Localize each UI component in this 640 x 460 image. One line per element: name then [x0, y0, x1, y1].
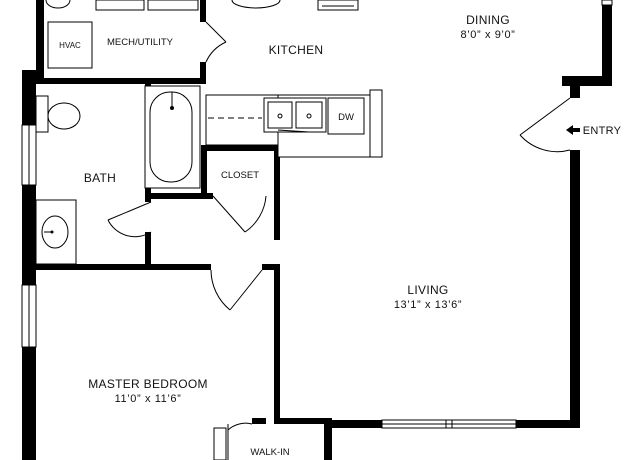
room-name-master-bedroom: MASTER BEDROOM — [88, 377, 208, 391]
doors — [107, 21, 571, 460]
room-name-mech: MECH/UTILITY — [107, 37, 174, 48]
bath-vanity — [35, 199, 77, 265]
wall-mech-right-bottom — [200, 62, 206, 84]
walls — [22, 0, 612, 460]
room-dim-dining: 8’0” x 9’0” — [461, 29, 516, 41]
entry-marker: ENTRY — [566, 125, 622, 137]
window-bedroom — [21, 284, 37, 348]
window-bath — [21, 124, 37, 186]
door-bath — [107, 201, 152, 238]
door-entry — [519, 97, 571, 153]
labels: DINING 8’0” x 9’0” KITCHEN MECH/UTILITY … — [59, 13, 621, 458]
bathtub — [144, 85, 201, 189]
window-living — [381, 419, 517, 429]
range — [231, 0, 281, 9]
wall-mech-right-top — [200, 0, 206, 22]
kitchen-counter — [205, 89, 383, 158]
wall-right-exterior — [570, 150, 580, 428]
room-name-walk-in: WALK-IN — [250, 447, 289, 458]
entry-label: ENTRY — [583, 125, 622, 137]
wall-closet-top — [201, 145, 280, 151]
wall-mech-bottom — [36, 78, 206, 84]
wall-left-upper — [36, 0, 44, 80]
room-name-living: LIVING — [407, 283, 448, 297]
wall-walkin-top — [274, 418, 330, 424]
wall-dining-right — [602, 0, 612, 86]
wall-walkin-right — [324, 418, 332, 460]
wall-bedroom-top — [36, 264, 211, 270]
room-name-dining: DINING — [466, 13, 510, 27]
dishwasher — [327, 97, 365, 135]
cooktop — [317, 0, 359, 11]
washer-dryer — [95, 0, 199, 11]
wall-closet-bottom — [145, 193, 213, 199]
dishwasher-label: DW — [338, 112, 354, 123]
windows — [21, 0, 613, 429]
fixtures — [35, 0, 383, 265]
wall-left-corner — [22, 70, 44, 80]
room-name-kitchen: KITCHEN — [269, 43, 324, 57]
wall-right-jog — [562, 76, 612, 86]
door-walkin — [213, 422, 253, 460]
wall-closet-left — [201, 145, 207, 197]
hvac-label: HVAC — [59, 41, 81, 50]
left-arrow-icon — [566, 125, 580, 135]
wall-right-upper — [570, 80, 580, 98]
wall-walkin-stub — [252, 418, 266, 424]
wall-bath-right-lower — [145, 232, 151, 268]
door-closet — [212, 195, 267, 233]
room-dim-master-bedroom: 11’0” x 11’6” — [115, 393, 182, 405]
toilet — [35, 95, 81, 133]
room-name-bath: BATH — [84, 171, 116, 185]
water-heater — [45, 0, 71, 9]
wall-bedroom-right — [274, 264, 280, 424]
window-dining — [601, 0, 613, 6]
wall-bedroom-top-right — [262, 264, 280, 270]
hvac-unit — [47, 21, 93, 69]
room-name-closet: CLOSET — [221, 170, 259, 181]
room-dim-living: 13’1” x 13’6” — [394, 299, 462, 311]
door-mech — [205, 21, 227, 63]
door-bedroom — [210, 269, 263, 311]
wall-closet-right — [274, 145, 280, 240]
